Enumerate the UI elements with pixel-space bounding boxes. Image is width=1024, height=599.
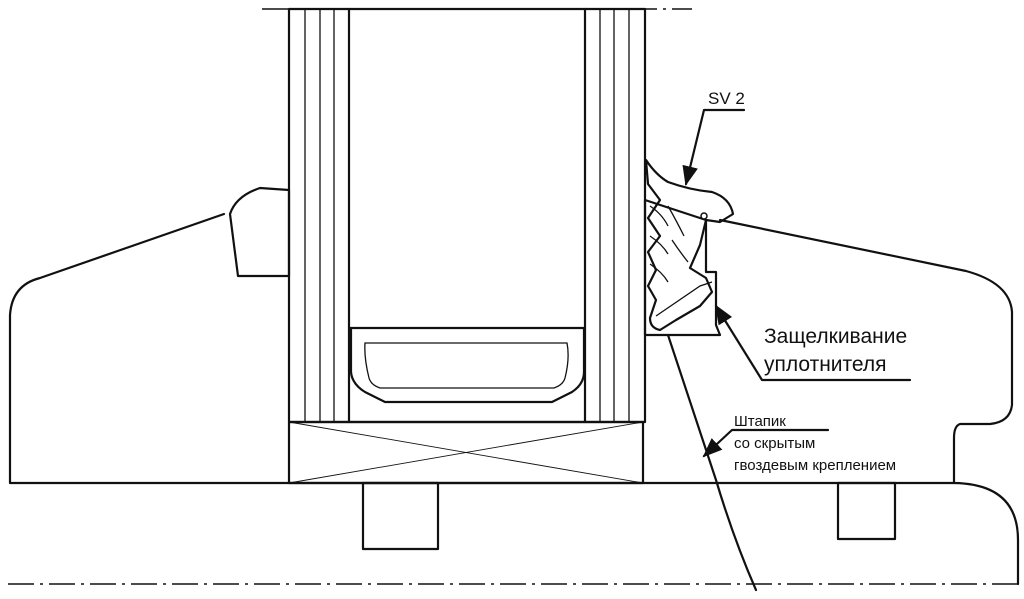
setting-block (287, 420, 645, 485)
sv2-seal-fins (649, 205, 713, 317)
sash-profile-left (8, 212, 290, 485)
frame-base (952, 481, 1020, 586)
outer-glazing-seal (228, 186, 291, 278)
bead-label-line2: со скрытым (734, 435, 815, 452)
sv2-seal (644, 158, 735, 332)
hidden-nail-line (666, 333, 758, 592)
bead-label-line3: гвоздевым креплением (734, 457, 896, 474)
bead-label-line1: Штапик (734, 413, 786, 430)
spacer-frame (347, 326, 587, 404)
right-glass-pane (583, 7, 630, 424)
glazing-bead (643, 198, 722, 337)
setting-block-cross (288, 421, 644, 484)
snap-label-line2: уплотнителя (764, 353, 887, 376)
right-support-pad (836, 481, 897, 541)
glass-unit-outline (287, 7, 647, 424)
spacer-inner (364, 342, 569, 389)
left-glass-pane (304, 7, 351, 424)
left-support-pad (361, 481, 440, 551)
sash-profile-right (286, 218, 1014, 485)
bead-leader (702, 428, 830, 458)
snap-label-line1: Защелкивание (764, 325, 907, 348)
sv2-label: SV 2 (708, 89, 745, 108)
snap-leader (714, 304, 912, 382)
sv2-leader (682, 108, 746, 186)
snap-point (700, 212, 708, 220)
